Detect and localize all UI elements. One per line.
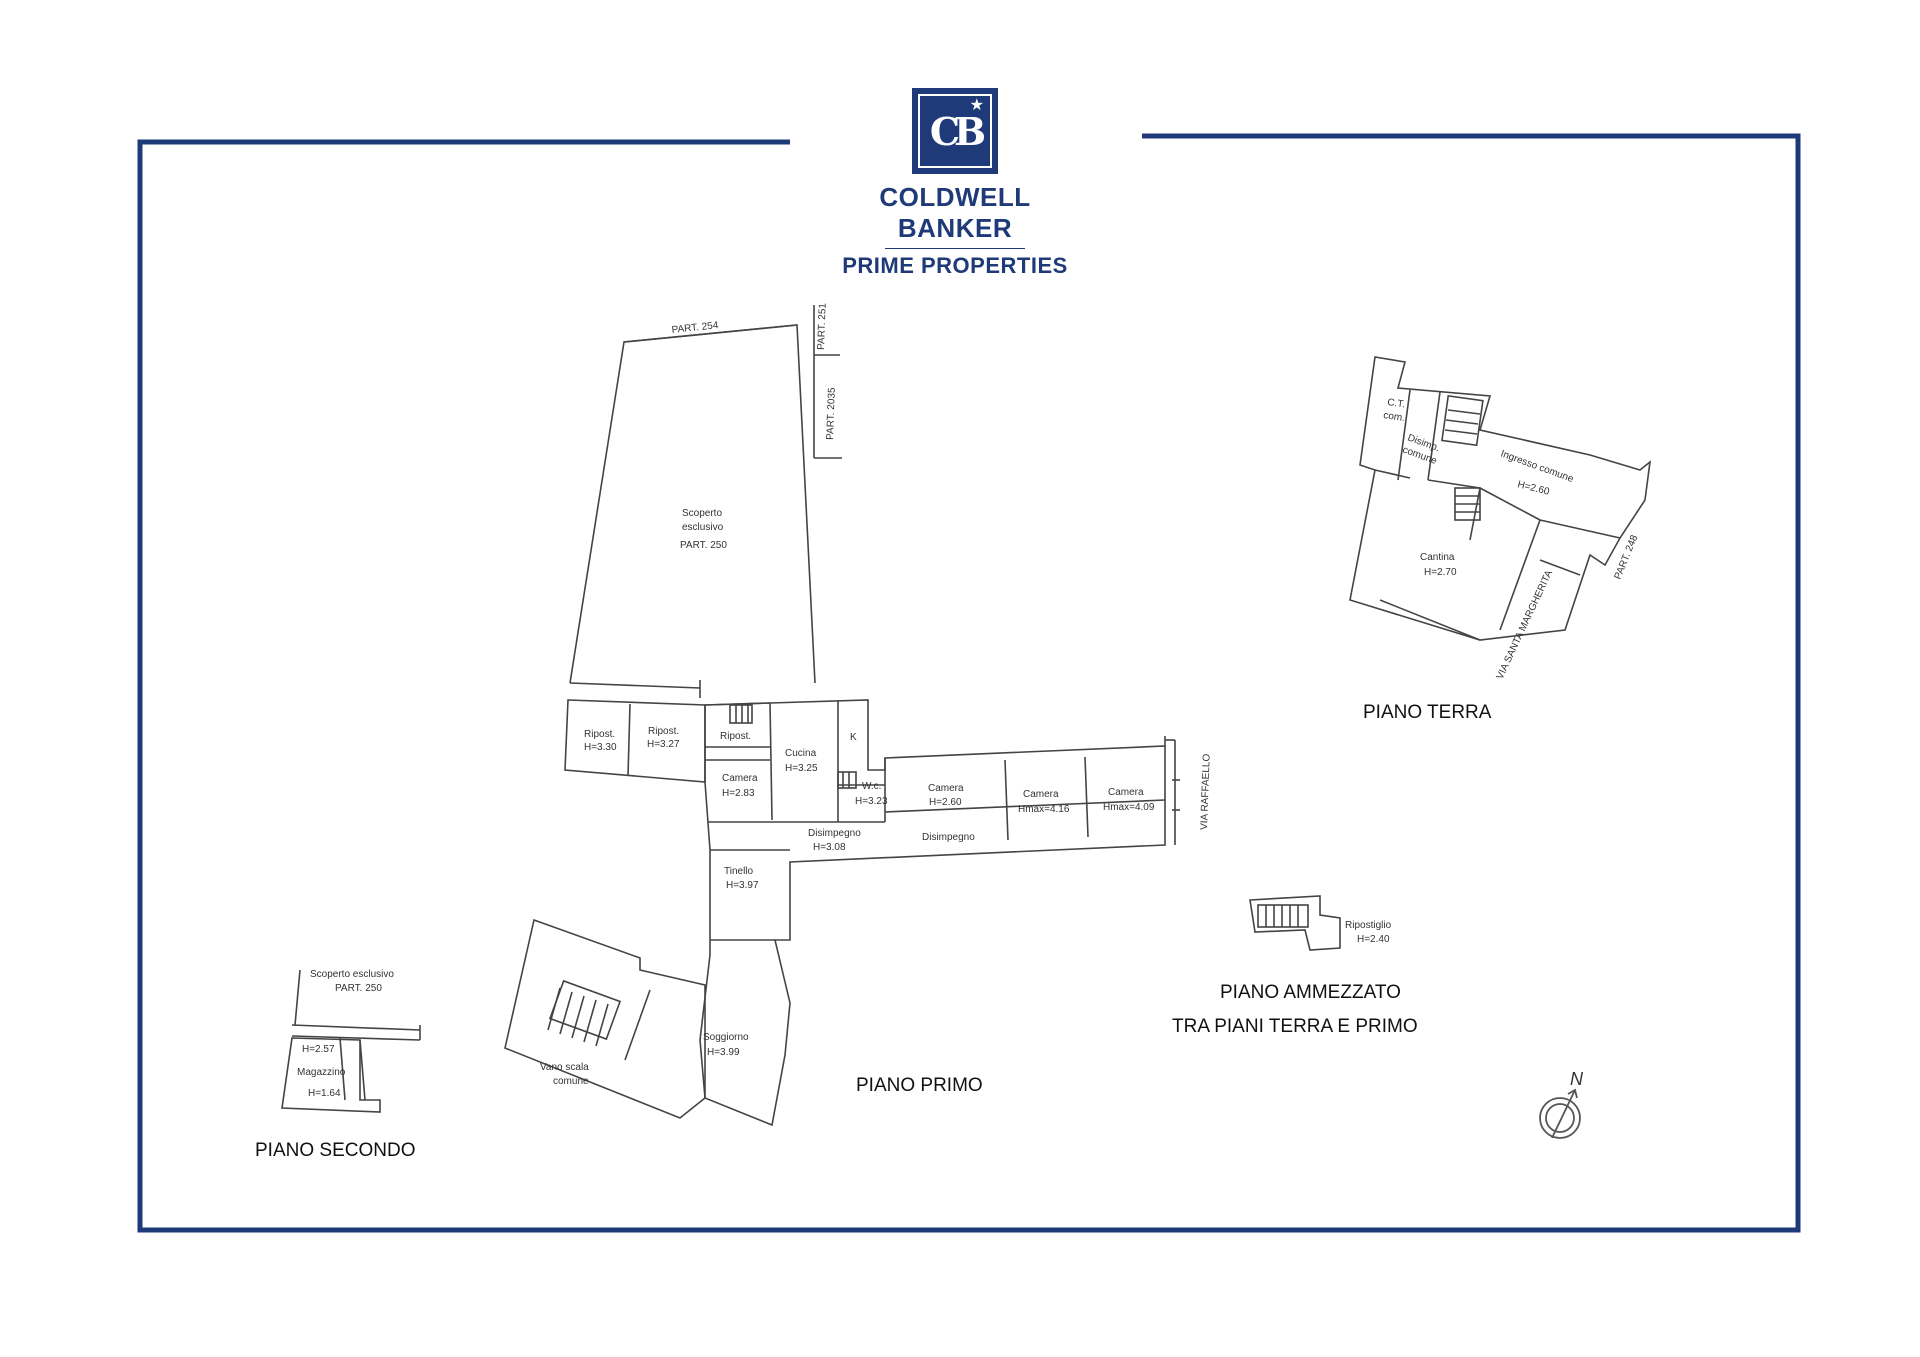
title-piano-ammezzato: PIANO AMMEZZATO	[1220, 982, 1401, 1003]
label-secondo-scoperto-a: Scoperto esclusivo	[310, 969, 394, 980]
label-ripost1-b: H=3.30	[584, 742, 617, 753]
north-label: N	[1570, 1069, 1584, 1089]
brand-name: COLDWELL BANKER	[879, 182, 1031, 243]
cb-logo-mark: CB ★	[912, 88, 998, 174]
label-disimp1-b: H=3.08	[813, 842, 846, 853]
label-ripost1-a: Ripost.	[584, 729, 615, 740]
label-camera4-b: Hmax=4.09	[1103, 802, 1155, 813]
ripost-rooms-outline	[564, 699, 706, 783]
vano-scala-outline	[504, 918, 706, 1119]
label-vano-b: comune	[553, 1076, 589, 1087]
label-part2035: PART. 2035	[825, 387, 838, 440]
label-disimp2: Disimpegno	[922, 832, 975, 843]
label-cantina-a: Cantina	[1420, 552, 1455, 563]
star-icon: ★	[969, 97, 984, 114]
label-camera3-b: Hmax=4.16	[1018, 804, 1070, 815]
label-cucina-b: H=3.25	[785, 763, 818, 774]
label-ripostiglio-a: Ripostiglio	[1345, 920, 1392, 931]
label-camera2-b: H=2.60	[929, 797, 962, 808]
label-via-raffaello: VIA RAFFAELLO	[1199, 753, 1213, 830]
label-secondo-h2: H=1.64	[308, 1088, 341, 1099]
scoperto-outline	[569, 324, 816, 684]
north-arrow	[1539, 1088, 1581, 1139]
label-camera4-a: Camera	[1108, 787, 1144, 798]
label-soggiorno-a: Soggiorno	[703, 1032, 749, 1043]
title-piano-secondo: PIANO SECONDO	[255, 1140, 416, 1161]
label-ct-b: com.	[1383, 410, 1406, 424]
label-secondo-scoperto-b: PART. 250	[335, 983, 382, 994]
label-part248: PART. 248	[1613, 533, 1641, 581]
label-part254: PART. 254	[671, 320, 719, 336]
label-cantina-b: H=2.70	[1424, 567, 1457, 578]
brand-logo: CB ★ COLDWELL BANKER PRIME PROPERTIES	[820, 88, 1090, 279]
label-vano-a: Vano scala	[540, 1062, 589, 1073]
label-secondo-h1: H=2.57	[302, 1044, 335, 1055]
label-ct-a: C.T.	[1387, 397, 1406, 410]
logo-letters: CB	[929, 108, 986, 154]
title-piano-primo: PIANO PRIMO	[856, 1075, 983, 1096]
label-via-margherita: VIA SANTA MARGHERITA	[1495, 568, 1555, 681]
label-camera2-a: Camera	[928, 783, 964, 794]
label-scoperto-1: Scoperto	[682, 508, 722, 519]
piano-terra-labels: C.T. com. Disimp. comune Ingresso comune…	[1383, 397, 1641, 681]
label-ingresso-a: Ingresso comune	[1499, 448, 1575, 485]
label-camera1-b: H=2.83	[722, 788, 755, 799]
label-scoperto-2: esclusivo	[682, 522, 724, 533]
title-piano-terra: PIANO TERRA	[1363, 702, 1492, 723]
label-wc-a: W.c.	[862, 781, 881, 792]
label-ripostiglio-b: H=2.40	[1357, 934, 1390, 945]
label-ripost3: Ripost.	[720, 731, 751, 742]
label-ripost2-b: H=3.27	[647, 739, 680, 750]
piano-ammezzato-labels: Ripostiglio H=2.40	[1345, 920, 1392, 945]
title-piano-ammezzato-sub: TRA PIANI TERRA E PRIMO	[1172, 1016, 1418, 1037]
piano-secondo-labels: Scoperto esclusivo PART. 250 H=2.57 Maga…	[297, 969, 394, 1099]
label-part251: PART. 251	[816, 302, 829, 350]
brand-subtitle: PRIME PROPERTIES	[842, 253, 1068, 278]
piano-primo-labels: PART. 254 PART. 251 PART. 2035 Scoperto …	[540, 302, 1213, 1087]
piano-secondo-plan	[281, 969, 421, 1113]
page-frame	[137, 133, 1801, 1233]
central-block-outline	[699, 699, 1166, 1127]
label-ingresso-b: H=2.60	[1516, 479, 1551, 498]
label-disimp1-a: Disimpegno	[808, 828, 861, 839]
piano-primo-plan	[504, 305, 1180, 1127]
brand-divider	[885, 248, 1025, 249]
label-camera1-a: Camera	[722, 773, 758, 784]
label-camera3-a: Camera	[1023, 789, 1059, 800]
label-cucina-a: Cucina	[785, 748, 817, 759]
label-tinello-a: Tinello	[724, 866, 754, 877]
label-wc-b: H=3.23	[855, 796, 888, 807]
label-k: K	[850, 732, 857, 743]
piano-ammezzato-plan	[1249, 895, 1341, 951]
piano-terra-plan	[1349, 356, 1652, 641]
piano-terra-outline	[1349, 356, 1652, 641]
label-ripost2-a: Ripost.	[648, 726, 679, 737]
label-scoperto-3: PART. 250	[680, 540, 727, 551]
label-soggiorno-b: H=3.99	[707, 1047, 740, 1058]
label-tinello-b: H=3.97	[726, 880, 759, 891]
label-magazzino: Magazzino	[297, 1067, 346, 1078]
